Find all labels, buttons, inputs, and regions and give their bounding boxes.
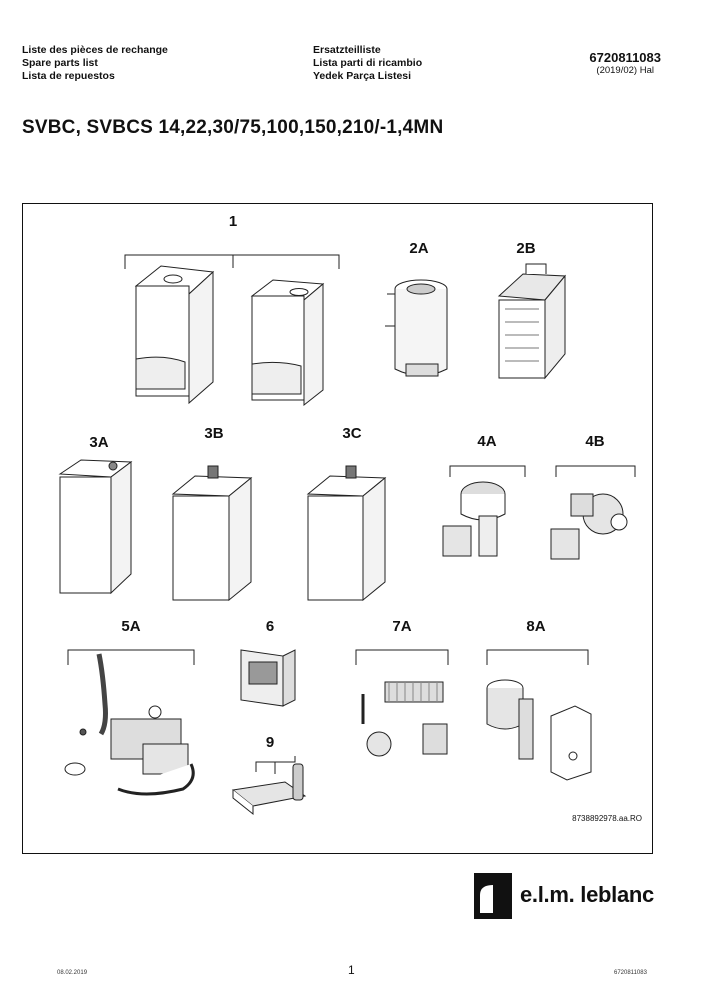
label-part-2a: 2A — [409, 240, 429, 257]
fan-gas-valve-4a — [442, 481, 506, 557]
label-part-7a: 7A — [392, 618, 412, 635]
label-part-3b: 3B — [204, 425, 224, 442]
header-line-tr: Yedek Parça Listesi — [313, 70, 412, 82]
exploded-parts-diagram: 1 2A 2B 3A 3B 3C 4A 4B 5A 6 7A 8A 9 8738… — [22, 203, 653, 854]
casing-3b — [171, 465, 253, 602]
label-part-5a: 5A — [121, 618, 141, 635]
label-part-6: 6 — [265, 618, 275, 635]
header-line-en: Spare parts list — [22, 57, 98, 69]
bracket-4b — [555, 465, 636, 477]
label-part-1: 1 — [228, 213, 238, 230]
header-line-fr: Liste des pièces de rechange — [22, 44, 168, 56]
bracket-8a — [486, 649, 589, 665]
bracket-7a — [355, 649, 449, 665]
hydraulic-group — [64, 653, 195, 796]
label-part-3c: 3C — [342, 425, 362, 442]
label-part-9: 9 — [265, 734, 275, 751]
pump-heat-exchanger — [361, 681, 448, 757]
page-title: SVBC, SVBCS 14,22,30/75,100,150,210/-1,4… — [22, 117, 444, 138]
fan-gas-valve-4b — [550, 493, 628, 560]
brand-logo: e.l.m. leblanc — [474, 873, 654, 919]
label-part-4b: 4B — [585, 433, 605, 450]
boiler-casing-large — [134, 265, 215, 405]
document-number-block: 6720811083 (2019/02) Hal — [589, 50, 661, 76]
control-unit — [240, 649, 296, 707]
header-languages-left: Liste des pièces de rechange Spare parts… — [22, 44, 168, 83]
burner-module — [497, 263, 567, 380]
casing-3c — [306, 465, 387, 602]
bracket-5a — [67, 649, 195, 665]
label-part-2b: 2B — [516, 240, 536, 257]
logo-mark-icon — [474, 873, 512, 919]
header-line-de: Ersatzteilliste — [313, 44, 381, 56]
label-part-4a: 4A — [477, 433, 497, 450]
casing-3a — [58, 459, 133, 595]
service-kit — [231, 756, 307, 816]
header-line-es: Lista de repuestos — [22, 70, 115, 82]
label-part-3a: 3A — [89, 434, 109, 451]
boiler-casing-small — [250, 279, 325, 407]
page-number: 1 — [348, 963, 355, 977]
label-part-8a: 8A — [526, 618, 546, 635]
bracket-1 — [124, 254, 340, 269]
footer-date: 08.02.2019 — [57, 970, 88, 976]
header-languages-middle: Ersatzteilliste Lista parti di ricambio … — [313, 44, 422, 83]
expansion-vessel — [486, 679, 592, 781]
document-number: 6720811083 — [589, 50, 661, 65]
image-code: 8738892978.aa.RO — [572, 814, 642, 823]
logo-text: e.l.m. leblanc — [520, 882, 654, 907]
bracket-4a — [449, 465, 526, 477]
heat-cell-cylinder — [385, 279, 448, 377]
document-revision: (2019/02) Hal — [596, 65, 654, 76]
header-line-it: Lista parti di ricambio — [313, 57, 423, 69]
parts-illustration — [58, 254, 636, 816]
footer-doc-number: 6720811083 — [614, 970, 647, 976]
